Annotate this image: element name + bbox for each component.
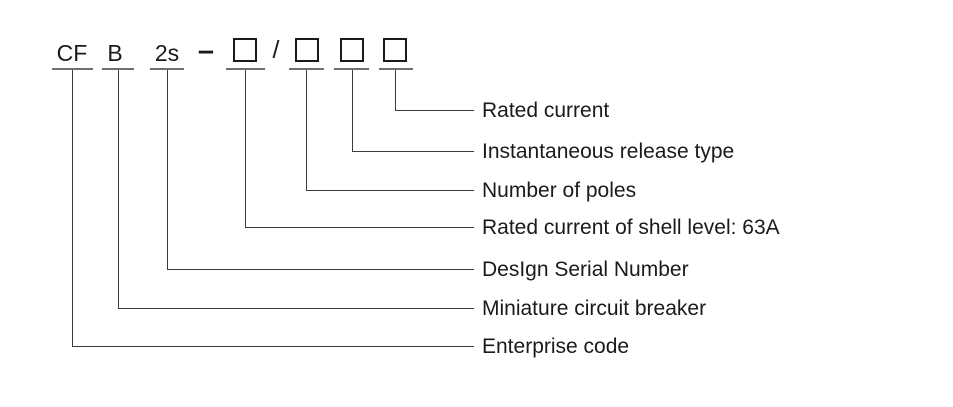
tick-rated-current (379, 68, 413, 70)
callout-line-shell-current (245, 70, 474, 228)
callout-label-design-serial: DesIgn Serial Number (482, 258, 689, 281)
tick-release-type (334, 68, 369, 70)
callout-line-release-type (352, 70, 474, 152)
tick-enterprise (52, 68, 93, 70)
tick-series (150, 68, 184, 70)
dash-separator: – (197, 35, 215, 67)
callout-line-design-serial (167, 70, 474, 270)
callout-label-enterprise: Enterprise code (482, 335, 630, 358)
slash-separator: / (272, 36, 280, 64)
callout-line-poles (306, 70, 474, 191)
tick-breaker-type (102, 68, 134, 70)
callout-label-shell-current: Rated current of shell level: 63A (482, 216, 780, 239)
callout-label-release-type: Instantaneous release type (482, 140, 735, 163)
callout-line-rated-current (395, 70, 474, 111)
code-box-poles-icon (295, 38, 319, 62)
callout-label-rated-current: Rated current (482, 99, 610, 122)
callout-label-poles: Number of poles (482, 179, 637, 202)
callout-line-breaker (118, 70, 474, 309)
code-part-enterprise: CF (56, 40, 88, 66)
callout-line-enterprise (72, 70, 474, 347)
code-box-rated-current-icon (383, 38, 407, 62)
code-part-breaker-type: B (107, 40, 123, 66)
code-part-series: 2s (154, 40, 180, 66)
callout-label-breaker: Miniature circuit breaker (482, 297, 707, 320)
code-box-shell-current-icon (233, 38, 257, 62)
tick-poles (289, 68, 324, 70)
code-box-release-type-icon (340, 38, 364, 62)
tick-shell-current (226, 68, 265, 70)
